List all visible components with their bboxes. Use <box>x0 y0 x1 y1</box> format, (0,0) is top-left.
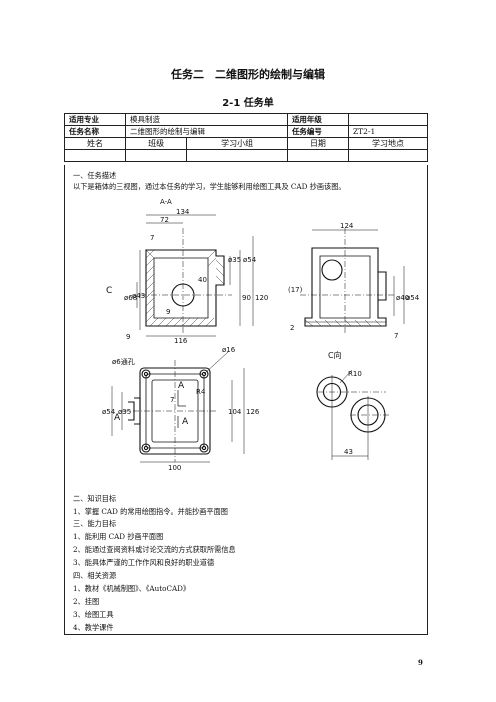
list-item: 3、能具体严谨的工作作风和良好的职业道德 <box>73 558 215 567</box>
column-header-location: 学习地点 <box>347 137 429 150</box>
dim-54-side: ø54 <box>406 294 420 302</box>
dim-54-top: ø54 <box>102 408 116 416</box>
dim-9-inner: 9 <box>166 308 170 316</box>
table-cell <box>124 149 188 162</box>
dim-17: (17) <box>288 286 303 294</box>
page-number: 9 <box>418 658 423 667</box>
table-row <box>64 149 429 162</box>
document-subtitle: 2-1 任务单 <box>222 98 274 109</box>
dim-126: 126 <box>246 408 260 416</box>
dim-54-front: ø54 <box>243 256 257 264</box>
dim-43-c: 43 <box>344 448 353 456</box>
table-row: 姓名 班级 学习小组 日期 学习地点 <box>64 137 429 150</box>
table-cell <box>347 149 429 162</box>
major-label: 适用专业 <box>64 113 126 126</box>
list-item: 四、相关资源 <box>73 571 117 580</box>
dim-68-front: ø68 <box>124 294 137 302</box>
dim-2: 2 <box>290 324 294 332</box>
dim-43-front: ø43 <box>132 292 145 300</box>
section-marker-a-left: A <box>114 413 121 423</box>
view-c <box>316 369 390 460</box>
section-marker-a-bottom: A <box>182 417 189 427</box>
dim-35-top: ø35 <box>118 408 131 416</box>
table-row: 任务名称 二维图形的绘制与编辑 任务编号 ZT2-1 <box>64 125 429 138</box>
list-item: 三、能力目标 <box>73 519 117 528</box>
dim-7-top: 7 <box>170 396 174 404</box>
dim-7-front: 7 <box>150 234 154 242</box>
side-view <box>300 228 405 334</box>
list-item: 1、教材《机械制图》、《AutoCAD》 <box>73 584 191 593</box>
dim-100: 100 <box>168 464 181 472</box>
task-info-table: 适用专业 模具制造 适用年级 任务名称 二维图形的绘制与编辑 任务编号 ZT2-… <box>64 113 429 162</box>
view-c-label: C向 <box>328 350 342 360</box>
dim-16: ø16 <box>222 346 236 354</box>
task-description-text: 以下是箱体的三视图，通过本任务的学习，学生能够利用绘图工具及 CAD 抄画该图。 <box>73 182 346 191</box>
dim-7-side: 7 <box>394 332 398 340</box>
dim-40-front: 40 <box>198 276 207 284</box>
dim-124: 124 <box>340 222 354 230</box>
content-box <box>64 165 428 635</box>
list-item: 2、能通过查阅资料或讨论交流的方式获取所需信息 <box>73 545 236 554</box>
dim-r10: R10 <box>348 370 362 378</box>
dim-r4: R4 <box>196 388 206 396</box>
dim-9-bottom: 9 <box>126 333 130 341</box>
list-item: 2、挂图 <box>73 597 100 606</box>
list-item: 1、掌握 CAD 的常用绘图指令。并能抄画平面图 <box>73 507 228 516</box>
dim-120-front: 120 <box>255 294 268 302</box>
list-item: 二、知识目标 <box>73 494 117 503</box>
front-section-view <box>136 214 254 337</box>
view-marker-c: C <box>106 286 112 296</box>
dim-72: 72 <box>160 216 169 224</box>
dim-104: 104 <box>228 408 242 416</box>
dim-40-side: ø40 <box>396 294 409 302</box>
table-row: 适用专业 模具制造 适用年级 <box>64 113 429 126</box>
section-label-aa: A-A <box>160 198 172 206</box>
dim-hole-through: ø6通孔 <box>112 357 135 366</box>
dim-116: 116 <box>174 337 188 345</box>
list-item: 3、绘图工具 <box>73 610 114 619</box>
list-item: 1、能利用 CAD 抄画平面图 <box>73 532 164 541</box>
dim-35-front: ø35 <box>228 256 241 264</box>
dim-90-front: 90 <box>242 294 251 302</box>
list-item: 4、教学课件 <box>73 623 114 632</box>
top-view <box>111 351 245 463</box>
section-marker-a-top: A <box>178 381 185 391</box>
document-title: 任务二 二维图形的绘制与编辑 <box>171 68 325 81</box>
dim-134: 134 <box>176 208 190 216</box>
section-task-description: 一、任务描述 <box>73 171 117 180</box>
